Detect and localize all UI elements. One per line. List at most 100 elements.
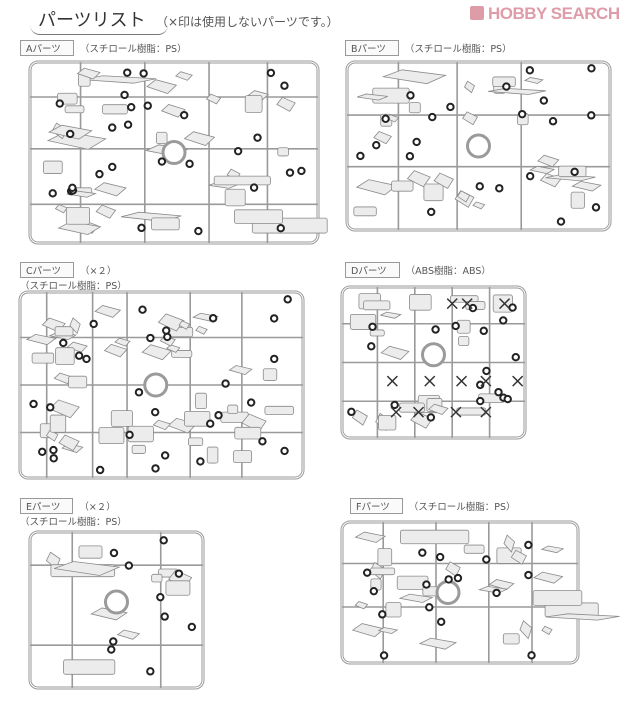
part [233, 450, 253, 464]
part [445, 561, 461, 577]
runner-center-ring [143, 372, 169, 398]
part-number-marker [368, 322, 377, 331]
part-number-marker [556, 217, 566, 226]
part [78, 545, 103, 559]
part-number-marker [495, 184, 504, 193]
part [385, 602, 402, 618]
part-number-marker [233, 146, 243, 156]
part-number-marker [539, 96, 549, 105]
part [427, 403, 449, 416]
part-number-marker [38, 447, 47, 456]
part [377, 548, 393, 567]
part-number-marker [428, 112, 437, 122]
part-number-marker [138, 305, 147, 314]
part-number-marker [587, 111, 596, 120]
part-number-marker [356, 151, 365, 161]
part [174, 71, 193, 81]
part [178, 320, 191, 330]
part [354, 601, 369, 610]
part-number-marker [426, 207, 436, 217]
unused-part-x-mark [480, 406, 492, 418]
part-number-marker [134, 388, 144, 397]
part-number-marker [108, 123, 117, 132]
runner-center-ring [161, 140, 187, 165]
part [276, 96, 296, 112]
part-number-marker [174, 569, 184, 578]
part-number-marker [139, 69, 148, 78]
part-number-marker [95, 465, 105, 475]
part-number-marker [82, 354, 91, 364]
part-number-marker [185, 159, 194, 169]
material: （スチロール樹脂：PS） [20, 517, 127, 528]
part-number-marker [156, 592, 165, 602]
part [184, 410, 211, 427]
part-number-marker [280, 81, 289, 90]
part [58, 434, 80, 452]
part-number-marker [435, 552, 445, 562]
part [55, 347, 75, 365]
part-number-marker [143, 101, 152, 110]
part [523, 77, 544, 84]
part [53, 561, 121, 576]
runner-center-ring [104, 589, 129, 615]
part [234, 426, 262, 440]
part [43, 160, 63, 174]
part-number-marker [49, 454, 58, 463]
part-number-marker [548, 117, 558, 126]
part-number-marker [525, 171, 535, 181]
unused-part-x-mark [386, 375, 398, 387]
part-number-marker [146, 333, 155, 343]
part [116, 629, 141, 640]
unused-part-x-mark [461, 298, 473, 310]
part [378, 414, 397, 431]
part-number-marker [499, 316, 508, 325]
part [398, 593, 434, 603]
part-number-marker [65, 129, 75, 139]
logo-icon [470, 6, 484, 20]
sheet-tag: Fパーツ [350, 498, 403, 514]
runner-center-ring [421, 342, 446, 368]
part [458, 336, 470, 347]
part-number-marker [492, 588, 501, 598]
part-number-marker [68, 183, 77, 193]
part-number-marker [221, 379, 230, 388]
part [418, 637, 458, 650]
part [385, 114, 400, 123]
part-number-marker [405, 152, 415, 161]
part [110, 410, 133, 427]
material: （スチロール樹脂：PS） [408, 502, 516, 513]
part [363, 300, 391, 311]
part [141, 344, 172, 361]
part-number-marker [194, 226, 203, 236]
sheet-tag: Eパーツ [20, 498, 74, 514]
part-number-marker [476, 396, 485, 406]
part-number-marker [503, 394, 512, 404]
part [64, 105, 85, 114]
logo-text: HOBBY SEARCH [488, 4, 620, 23]
part [45, 429, 59, 442]
part [156, 131, 168, 145]
part [31, 352, 55, 364]
material: （スチロール樹脂：PS） [79, 44, 187, 55]
part-number-marker [502, 82, 511, 91]
part [234, 209, 283, 224]
part [25, 333, 57, 346]
part [228, 365, 253, 376]
part-number-marker [517, 109, 527, 119]
material: （ABS樹脂：ABS） [405, 266, 491, 277]
unused-part-x-mark [413, 406, 425, 418]
part-number-marker [123, 68, 132, 77]
part [76, 67, 101, 80]
part-number-marker [412, 137, 421, 147]
part-number-marker [125, 430, 134, 440]
runner-b-diagram [345, 60, 612, 232]
part-number-marker [362, 568, 372, 577]
part-number-marker [157, 157, 167, 166]
part [537, 154, 560, 168]
part-number-marker [258, 437, 267, 446]
part [528, 165, 556, 175]
part [165, 344, 181, 353]
part [63, 659, 116, 675]
part-number-marker [160, 612, 169, 621]
part [103, 343, 128, 358]
